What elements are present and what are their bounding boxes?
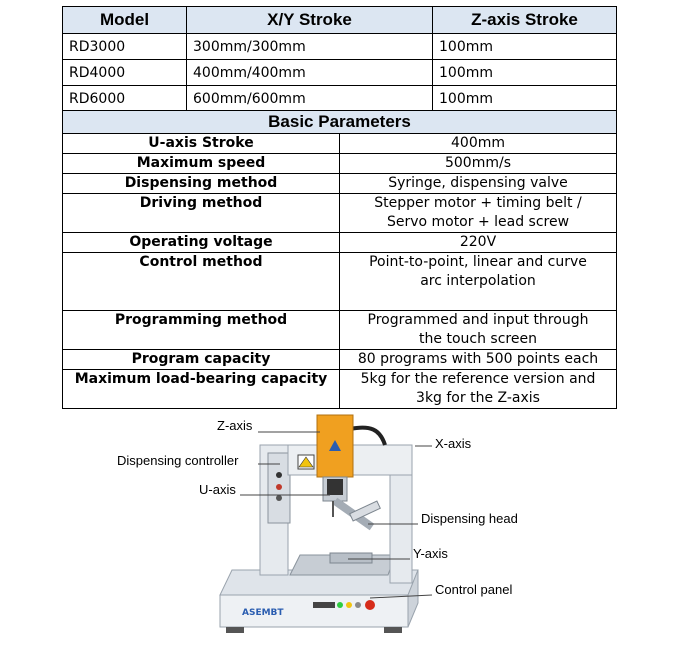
param-value: 5kg for the reference version and 3kg fo…	[339, 369, 617, 409]
brand-text: ASEMBT	[242, 608, 284, 618]
cell-xy-stroke: 600mm/600mm	[186, 85, 433, 112]
machine-foot-left	[226, 627, 244, 633]
cell-model: RD6000	[62, 85, 187, 112]
callout-y-axis: Y-axis	[413, 546, 448, 561]
cable-chain	[349, 425, 387, 446]
emergency-stop-button	[365, 600, 375, 610]
machine-foot-right	[384, 627, 402, 633]
table-row: RD6000 600mm/600mm 100mm	[62, 85, 617, 112]
param-value-line: Programmed and input through	[367, 312, 589, 328]
basic-parameters-table: Basic Parameters U-axis Stroke 400mm Max…	[62, 110, 617, 409]
table-row: Program capacity 80 programs with 500 po…	[62, 349, 617, 370]
param-value: Point-to-point, linear and curve arc int…	[339, 252, 617, 311]
param-label: Driving method	[62, 193, 340, 233]
model-stroke-table: Model X/Y Stroke Z-axis Stroke RD3000 30…	[62, 6, 617, 112]
cell-z-stroke: 100mm	[432, 85, 617, 112]
param-value: 80 programs with 500 points each	[339, 349, 617, 370]
callout-z-axis: Z-axis	[217, 418, 253, 433]
controller-knob	[276, 472, 282, 478]
cell-model: RD3000	[62, 33, 187, 60]
callout-u-axis: U-axis	[199, 482, 236, 497]
param-label: Program capacity	[62, 349, 340, 370]
param-label: Programming method	[62, 310, 340, 350]
table-row: Driving method Stepper motor + timing be…	[62, 193, 617, 233]
param-value-line: 220V	[459, 234, 497, 250]
control-button-green	[337, 602, 343, 608]
callout-dispensing-controller: Dispensing controller	[117, 453, 239, 468]
dispensing-syringe	[349, 500, 381, 522]
param-value-line: 3kg for the Z-axis	[416, 390, 540, 406]
param-value-line: 500mm/s	[444, 155, 511, 171]
brand-logo-icon	[329, 440, 341, 451]
param-value: 220V	[339, 232, 617, 253]
machine-drawing: ASEMBT	[219, 414, 433, 633]
warning-icon	[298, 456, 314, 468]
basic-parameters-title-row: Basic Parameters	[62, 110, 617, 134]
machine-base-side	[407, 569, 419, 628]
header-xy-stroke: X/Y Stroke	[186, 6, 433, 34]
y-axis-plate	[329, 552, 373, 564]
callout-control-panel: Control panel	[435, 582, 513, 597]
control-button-yellow	[346, 602, 352, 608]
table-row: Programming method Programmed and input …	[62, 310, 617, 350]
param-value: 500mm/s	[339, 153, 617, 174]
param-label: Operating voltage	[62, 232, 340, 253]
header-model: Model	[62, 6, 187, 34]
param-value-line: arc interpolation	[420, 273, 536, 289]
param-value-line: 5kg for the reference version and	[360, 371, 596, 387]
param-value-line: Servo motor + lead screw	[386, 214, 570, 230]
param-value-line: 400mm	[451, 135, 505, 151]
param-label: Maximum speed	[62, 153, 340, 174]
table-row: Maximum speed 500mm/s	[62, 153, 617, 174]
cell-xy-stroke: 400mm/400mm	[186, 59, 433, 86]
cell-model: RD4000	[62, 59, 187, 86]
control-button-gray	[355, 602, 361, 608]
param-value: 400mm	[339, 133, 617, 154]
param-value-line: the touch screen	[419, 331, 537, 347]
callout-x-axis: X-axis	[435, 436, 472, 451]
param-label: Control method	[62, 252, 340, 311]
basic-parameters-title: Basic Parameters	[62, 110, 617, 134]
header-z-stroke: Z-axis Stroke	[432, 6, 617, 34]
param-value-line: 80 programs with 500 points each	[357, 351, 599, 367]
control-panel-display	[313, 602, 335, 608]
param-value-line: Syringe, dispensing valve	[388, 175, 568, 191]
callout-dispensing-head: Dispensing head	[421, 511, 518, 526]
z-axis-motor	[327, 479, 343, 495]
cell-z-stroke: 100mm	[432, 59, 617, 86]
param-label: Dispensing method	[62, 173, 340, 194]
table-row: RD3000 300mm/300mm 100mm	[62, 33, 617, 60]
table-row: Maximum load-bearing capacity 5kg for th…	[62, 369, 617, 409]
cell-xy-stroke: 300mm/300mm	[186, 33, 433, 60]
controller-button	[276, 495, 282, 501]
callout-line-control-panel	[369, 594, 433, 599]
table-row: Dispensing method Syringe, dispensing va…	[62, 173, 617, 194]
param-value: Programmed and input through the touch s…	[339, 310, 617, 350]
param-label: U-axis Stroke	[62, 133, 340, 154]
dispensing-machine-illustration: ASEMBT Z-axis X-axis Dispensing controll…	[0, 405, 682, 660]
controller-button	[276, 484, 282, 490]
table-row: Operating voltage 220V	[62, 232, 617, 253]
param-value: Stepper motor + timing belt / Servo moto…	[339, 193, 617, 233]
table-row: Control method Point-to-point, linear an…	[62, 252, 617, 311]
table-row: RD4000 400mm/400mm 100mm	[62, 59, 617, 86]
param-value: Syringe, dispensing valve	[339, 173, 617, 194]
param-value-line: Stepper motor + timing belt /	[374, 195, 582, 211]
table-row: U-axis Stroke 400mm	[62, 133, 617, 154]
cell-z-stroke: 100mm	[432, 33, 617, 60]
model-table-header-row: Model X/Y Stroke Z-axis Stroke	[62, 6, 617, 34]
param-value-line: Point-to-point, linear and curve	[369, 254, 587, 270]
param-label: Maximum load-bearing capacity	[62, 369, 340, 409]
